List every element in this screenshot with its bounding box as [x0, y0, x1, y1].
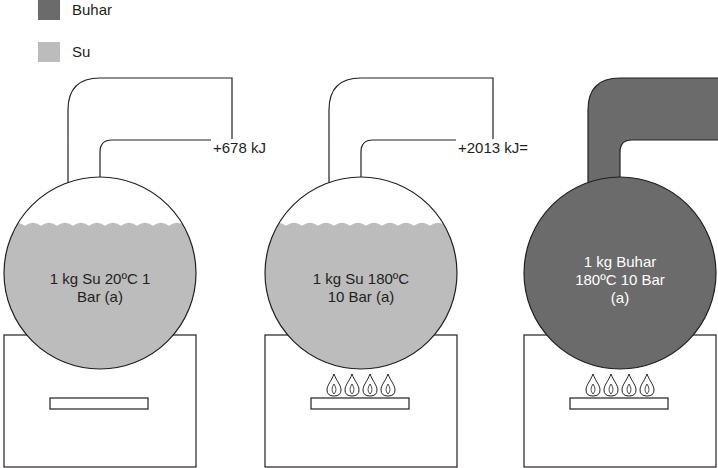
flames [586, 374, 654, 396]
legend-label: Su [72, 42, 90, 62]
boiler-vessel: 1 kg Su 180ºC 10 Bar (a) [265, 177, 457, 369]
boiler-vessel: 1 kg Buhar 180ºC 10 Bar (a) [524, 177, 716, 369]
energy-label: +678 kJ [211, 139, 268, 157]
legend-swatch [38, 42, 60, 62]
boiler [524, 78, 718, 467]
boiler-vessel: 1 kg Su 20ºC 1 Bar (a) [4, 177, 196, 369]
legend-label: Buhar [72, 0, 112, 20]
legend-entry: Su [38, 42, 56, 62]
legend-swatch [38, 0, 60, 20]
burner [50, 398, 148, 409]
water [3, 222, 197, 370]
flames [327, 374, 395, 396]
water [264, 222, 458, 370]
vessel-label: 1 kg Su 20ºC 1 Bar (a) [48, 270, 152, 306]
legend-entry: Buhar [38, 0, 78, 20]
vessel-label: 1 kg Buhar 180ºC 10 Bar (a) [574, 253, 666, 307]
burner [570, 398, 668, 409]
burner [311, 398, 409, 409]
vessel-label: 1 kg Su 180ºC 10 Bar (a) [305, 270, 417, 306]
energy-label: +2013 kJ= [456, 139, 530, 157]
